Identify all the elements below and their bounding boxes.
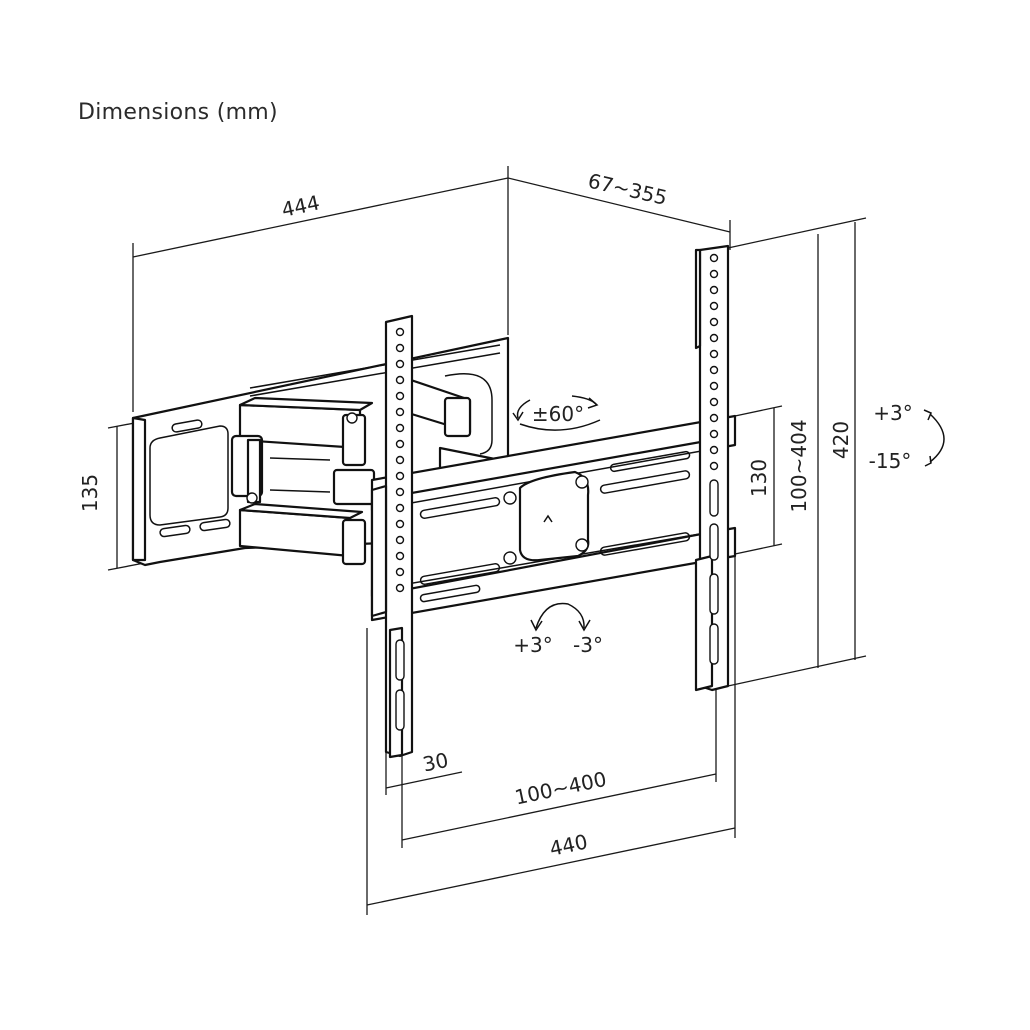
adjustment-labels: ±60° +3° -15° +3° -3° <box>513 401 912 657</box>
ext-line-height-bottom <box>727 655 867 687</box>
horizontal-rails <box>370 414 737 622</box>
tilt-arrowhead-top-icon <box>923 409 932 421</box>
label-top-width: 444 <box>279 190 321 221</box>
dim-line-depth <box>507 177 731 233</box>
right-arm-holes <box>709 253 719 665</box>
ext-line-height-top <box>727 217 867 249</box>
label-depth: 67~355 <box>586 168 670 209</box>
rotation-arrows <box>512 395 945 632</box>
label-vertical-spacing: 100~404 <box>787 419 811 512</box>
tilt-arrowhead-bottom-icon <box>924 455 932 467</box>
label-horizontal-spacing: 100~400 <box>513 767 609 810</box>
diagram-title: Dimensions (mm) <box>78 100 278 125</box>
label-level-plus: +3° <box>513 633 552 657</box>
level-arrowhead-right-icon <box>578 619 591 632</box>
label-rail-height: 130 <box>747 459 771 497</box>
label-height-overall: 420 <box>829 421 853 459</box>
level-arrowhead-left-icon <box>530 619 543 632</box>
ext-line-rail-bottom <box>734 543 783 555</box>
swivel-arrow-left-icon <box>516 399 531 419</box>
swivel-arc-icon <box>519 419 601 431</box>
tilt-arc-icon <box>929 413 945 463</box>
ext-line-rail-top <box>734 405 783 417</box>
label-tilt-down: -15° <box>869 449 912 473</box>
swivel-arrowhead-right-icon <box>587 397 599 409</box>
vertical-tv-arms <box>370 244 730 759</box>
level-arc-icon <box>535 602 585 629</box>
dimension-lines <box>107 166 867 915</box>
label-swivel: ±60° <box>532 402 584 426</box>
left-arm-holes <box>395 327 405 731</box>
label-level-minus: -3° <box>573 633 603 657</box>
dim-line-horizontal-spacing <box>401 773 717 841</box>
swivel-arrowhead-left-icon <box>512 411 524 422</box>
label-arm-width: 30 <box>421 748 451 777</box>
label-tilt-up: +3° <box>873 401 912 425</box>
dim-line-top-width <box>132 177 509 258</box>
label-bracket-width: 440 <box>547 829 589 860</box>
articulating-arms <box>230 376 502 566</box>
label-wall-plate-height: 135 <box>78 474 102 512</box>
dim-line-arm-width <box>385 771 463 789</box>
dim-line-bracket-width <box>366 827 736 906</box>
